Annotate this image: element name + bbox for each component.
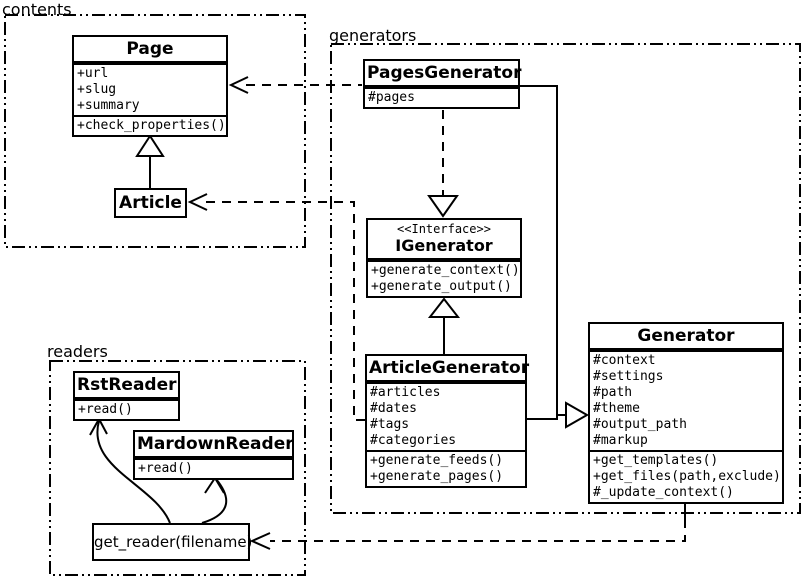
class-article: Article [114,188,187,218]
package-generators-border [330,43,801,514]
class-igenerator-stereotype: <<Interface>> [397,222,491,236]
arrow-generator-to-getreader-dependency [249,503,686,550]
package-label-readers: readers [47,342,108,361]
class-rstreader: RstReader +read() [73,371,180,421]
class-pagesgenerator-attributes: #pages [365,87,518,107]
arrow-articlegenerator-to-igenerator-generalization [427,297,461,354]
arrow-articlegenerator-to-generator-generalization [527,401,590,429]
class-generator: Generator #context #settings #path #them… [588,322,784,504]
class-igenerator-name: IGenerator [395,236,493,255]
class-rstreader-methods: +read() [75,399,178,419]
package-label-generators: generators [329,26,417,45]
class-generator-attributes: #context #settings #path #theme #output_… [590,350,782,450]
class-page-attributes: +url +slug +summary [74,63,226,115]
class-generator-methods: +get_templates() +get_files(path,exclude… [590,450,782,502]
arrow-pagesgenerator-to-igenerator-realization [427,110,459,218]
class-articlegenerator-methods: +generate_feeds() +generate_pages() [367,450,525,486]
class-mardownreader-methods: +read() [135,458,292,478]
class-article-title: Article [119,193,182,213]
arrow-articlegenerator-to-article-dependency [187,193,365,421]
class-generator-title: Generator [590,324,782,350]
arrow-pagesgenerator-to-page-dependency [228,76,362,94]
class-page-methods: +check_properties() [74,115,226,135]
arrow-pagesgenerator-to-generator-generalization [519,85,566,416]
class-pagesgenerator-title: PagesGenerator [365,61,521,87]
class-rstreader-title: RstReader [75,373,178,399]
class-articlegenerator-title: ArticleGenerator [367,356,529,382]
class-igenerator: <<Interface>> IGenerator +generate_conte… [366,218,522,298]
class-igenerator-methods: +generate_context() +generate_output() [368,260,520,296]
class-mardownreader: MardownReader +read() [133,430,294,480]
class-mardownreader-title: MardownReader [135,432,294,458]
arrow-getreader-to-mardownreader [201,476,228,524]
arrow-article-to-page-generalization [135,134,165,188]
class-articlegenerator-attributes: #articles #dates #tags #categories [367,382,525,450]
class-igenerator-title: <<Interface>> IGenerator [368,220,520,260]
class-articlegenerator: ArticleGenerator #articles #dates #tags … [365,354,529,488]
class-pagesgenerator: PagesGenerator #pages [363,59,521,109]
package-contents-border [4,14,306,248]
function-get-reader: get_reader(filename) [92,523,252,561]
package-readers-border [49,360,306,576]
class-page-title: Page [74,37,226,63]
package-label-contents: contents [2,0,72,19]
class-page: Page +url +slug +summary +check_properti… [72,35,228,137]
